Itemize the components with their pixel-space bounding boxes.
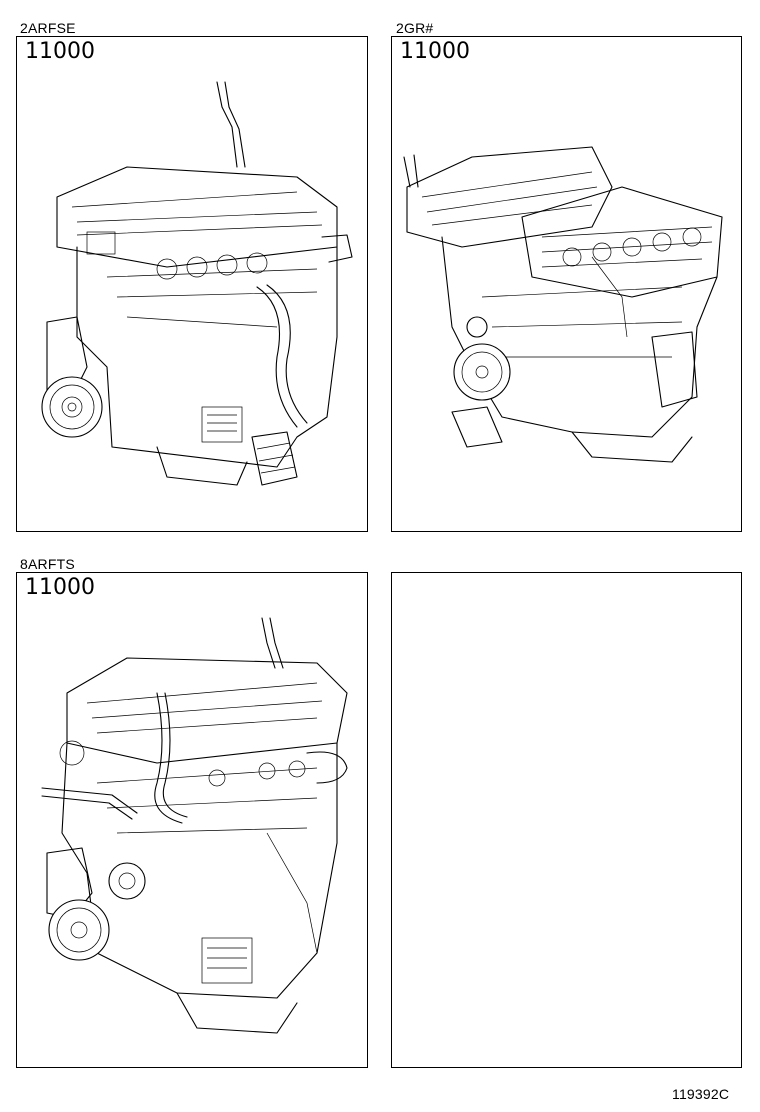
engine-v6-illustration: [403, 146, 723, 463]
part-number: 11000: [25, 39, 95, 64]
empty-panel: [391, 572, 742, 1068]
engine-panel-2gr: 11000: [391, 36, 742, 532]
engine-panel-8arfts: 11000: [16, 572, 368, 1068]
engine-turbo-inline-4-illustration: [41, 617, 348, 1034]
engine-code-label: 8ARFTS: [20, 556, 75, 572]
part-number: 11000: [400, 39, 470, 64]
engine-code-label: 2GR#: [396, 20, 434, 36]
engine-panel-2arfse: 11000: [16, 36, 368, 532]
illustration-reference-number: 119392C: [672, 1086, 730, 1102]
part-number: 11000: [25, 575, 95, 600]
engine-code-label: 2ARFSE: [20, 20, 76, 36]
engine-inline-4-illustration: [41, 81, 353, 486]
